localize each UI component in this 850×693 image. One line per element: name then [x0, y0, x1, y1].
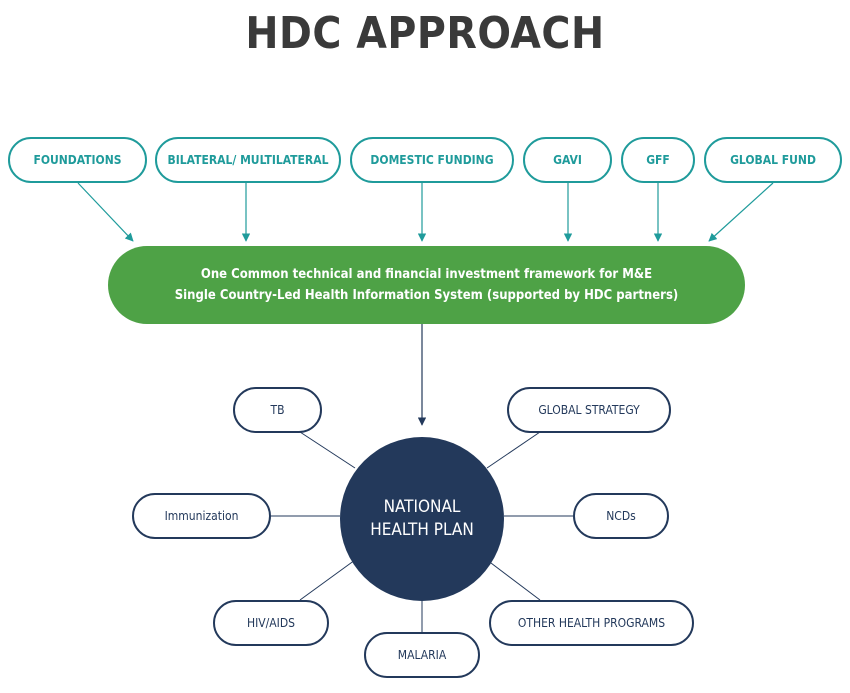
source-gff: GFF: [621, 137, 695, 183]
spoke-hiv-aids: [299, 559, 356, 601]
topic-tb: TB: [233, 387, 322, 433]
framework-line-2: Single Country-Led Health Information Sy…: [174, 288, 679, 303]
topic-ncds: NCDs: [573, 493, 669, 539]
hub-line-2: HEALTH PLAN: [370, 520, 474, 540]
national-health-plan-hub: NATIONAL HEALTH PLAN: [340, 437, 504, 601]
page-title: HDC APPROACH: [245, 8, 605, 59]
investment-framework: One Common technical and financial inves…: [108, 246, 745, 324]
spoke-other-programs: [486, 559, 541, 601]
topic-global-strategy: GLOBAL STRATEGY: [507, 387, 671, 433]
spoke-tb: [299, 431, 356, 469]
topic-immunization: Immunization: [132, 493, 271, 539]
topic-malaria: MALARIA: [364, 632, 480, 678]
source-gavi: GAVI: [523, 137, 612, 183]
source-domestic-funding: DOMESTIC FUNDING: [350, 137, 514, 183]
source-foundations: FOUNDATIONS: [8, 137, 147, 183]
arrow-foundations: [77, 182, 134, 242]
topic-hiv-aids: HIV/AIDS: [213, 600, 329, 646]
source-bilateral-multilateral: BILATERAL/ MULTILATERAL: [155, 137, 341, 183]
spoke-global-strategy: [486, 431, 541, 469]
topic-other-health-programs: OTHER HEALTH PROGRAMS: [489, 600, 694, 646]
hub-line-1: NATIONAL: [383, 497, 461, 517]
arrow-global-fund: [708, 182, 774, 242]
framework-line-1: One Common technical and financial inves…: [200, 267, 653, 282]
source-global-fund: GLOBAL FUND: [704, 137, 842, 183]
